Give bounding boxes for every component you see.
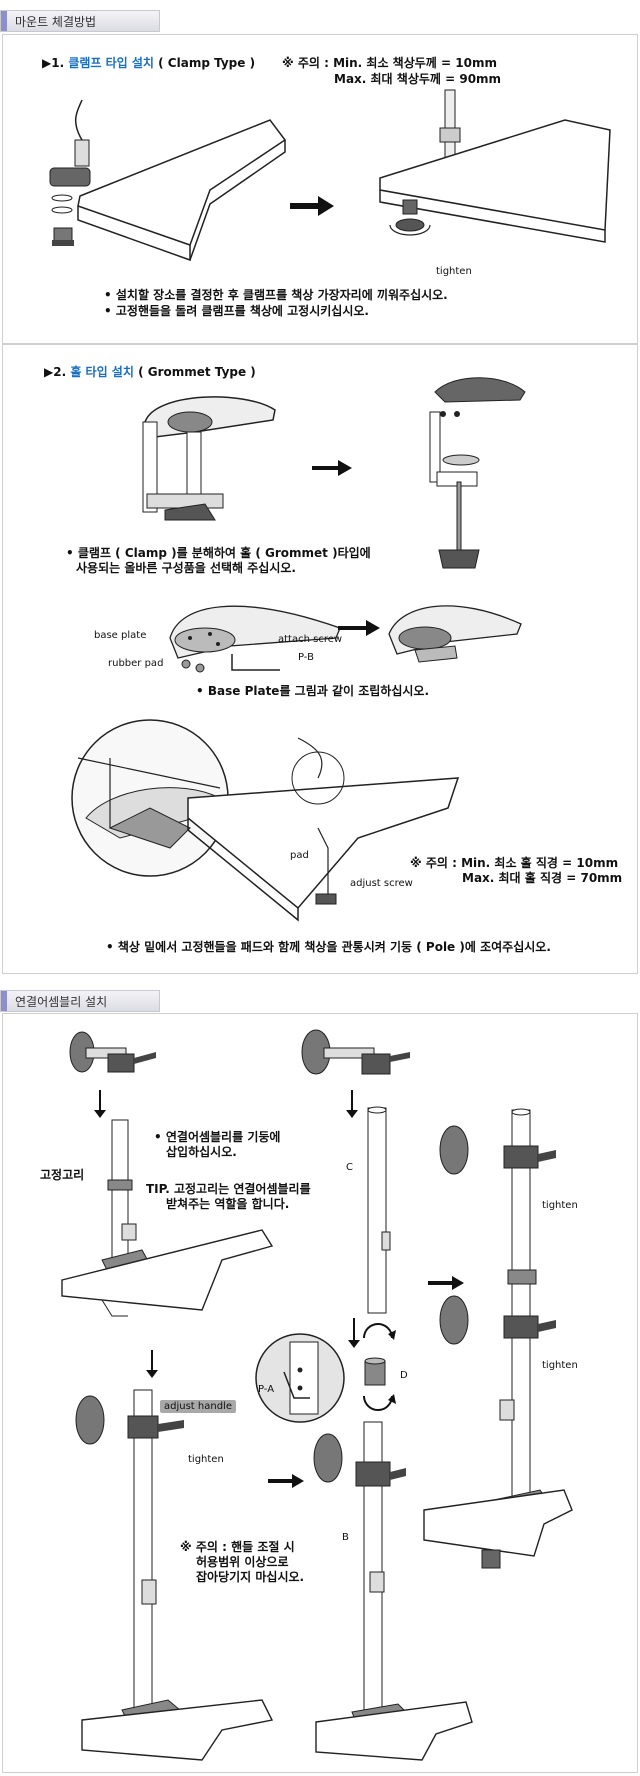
rotate-arrow-icon xyxy=(363,1323,396,1340)
label-pad: pad xyxy=(290,850,309,861)
grommet-instruction-1a: 클램프 ( Clamp )를 분해하여 홀 ( Grommet )타입에 xyxy=(66,546,371,561)
clamp-instruction-1: 설치할 장소를 결정한 후 클램프를 책상 가장자리에 끼워주십시오. xyxy=(104,288,448,303)
section-tab-mount: 마운트 체결방법 xyxy=(0,10,160,32)
label-p-a: P-A xyxy=(258,1384,275,1395)
clamp-heading-sub: ( Clamp Type ) xyxy=(153,56,256,70)
label-adjust-screw: adjust screw xyxy=(350,878,413,889)
clamp-heading-title: 클램프 타입 설치 xyxy=(68,56,154,70)
label-c: C xyxy=(346,1162,353,1173)
grommet-heading-sub: ( Grommet Type ) xyxy=(133,365,256,379)
right-arrow-icon xyxy=(268,1474,304,1488)
tip-line-1: TIP. 고정고리는 연결어셈블리를 xyxy=(146,1182,311,1196)
label-base-plate: base plate xyxy=(94,630,147,641)
arm-assembly-top-left-illustration xyxy=(69,1031,156,1073)
down-arrow-icon xyxy=(146,1350,158,1378)
rotate-arrow-icon xyxy=(363,1394,396,1411)
grommet-instruction-2: Base Plate를 그림과 같이 조립하십시오. xyxy=(196,684,429,699)
grommet-table-illustration xyxy=(187,737,460,922)
section-tab-assembly: 연결어셈블리 설치 xyxy=(0,990,160,1012)
grommet-heading: ▶2. 홀 타입 설치 ( Grommet Type ) xyxy=(44,365,256,380)
grommet-note-min: ※ 주의 : Min. 최소 홀 직경 = 10mm xyxy=(410,856,619,870)
label-b: B xyxy=(342,1532,349,1543)
handle-note-3: 잡아당기지 마십시오. xyxy=(196,1570,305,1584)
down-arrow-icon xyxy=(94,1090,106,1118)
base-plate-arrow-icon xyxy=(338,620,380,636)
section-tab-label: 연결어셈블리 설치 xyxy=(15,995,108,1009)
pole-table-left-illustration xyxy=(61,1119,274,1317)
grommet-instruction-3: 책상 밑에서 고정핸들을 패드와 함께 책상을 관통시켜 기둥 ( Pole )… xyxy=(106,940,551,955)
grommet-note-max: Max. 최대 홀 직경 = 70mm xyxy=(462,871,623,885)
grommet-arrow-icon xyxy=(312,460,352,476)
label-p-b: P-B xyxy=(298,652,314,663)
grommet-clamp-illustration xyxy=(142,396,276,521)
grommet-heading-title: 홀 타입 설치 xyxy=(70,365,134,379)
clamp-heading: ▶1. 클램프 타입 설치 ( Clamp Type ) xyxy=(42,56,255,71)
base-plate-assembled-illustration xyxy=(388,605,522,663)
coupler-d-icon xyxy=(364,1357,386,1386)
arm-assembly-top-middle-illustration xyxy=(301,1029,410,1075)
arm-tighten-left-illustration xyxy=(75,1389,274,1761)
tighten-label-right-top: tighten xyxy=(542,1200,578,1211)
clamp-panel xyxy=(2,34,638,344)
label-d: D xyxy=(400,1370,408,1381)
assembly-panel xyxy=(2,1013,638,1773)
coupler-detail-zoom-illustration xyxy=(255,1333,345,1423)
handle-note-2: 허용범위 이상으로 xyxy=(196,1555,289,1569)
clamp-note-max: Max. 최대 책상두께 = 90mm xyxy=(334,72,502,86)
label-attach-screw: attach screw xyxy=(278,634,343,645)
grommet-panel xyxy=(2,344,638,974)
clamp-arrow-icon xyxy=(290,196,334,216)
clamp-instruction-2: 고정핸들을 돌려 클램프를 책상에 고정시키십시오. xyxy=(104,304,369,319)
grommet-detail-zoom-illustration xyxy=(71,719,229,877)
clamp-note-min: ※ 주의 : Min. 최소 책상두께 = 10mm xyxy=(282,56,497,70)
clamp-tighten-label: tighten xyxy=(436,266,472,277)
tighten-label-right-bottom: tighten xyxy=(542,1360,578,1371)
pole-c-illustration xyxy=(367,1106,391,1314)
grommet-parts-illustration xyxy=(429,377,526,569)
label-rubber-pad: rubber pad xyxy=(108,658,164,669)
heading-number: ▶2. xyxy=(44,365,71,379)
assembly-instruction-1b: 삽입하십시오. xyxy=(166,1145,237,1159)
tip-line-2: 받쳐주는 역할을 합니다. xyxy=(166,1197,290,1211)
base-plate-assembly-illustration xyxy=(169,605,341,673)
grommet-instruction-1b: 사용되는 올바른 구성품을 선택해 주십시오. xyxy=(76,561,296,575)
heading-number: ▶1. xyxy=(42,56,69,70)
completed-assembly-illustration xyxy=(423,1108,573,1569)
arm-assembly-middle-illustration xyxy=(313,1421,473,1761)
clamp-before-illustration xyxy=(49,99,287,262)
tighten-label-left: tighten xyxy=(188,1454,224,1465)
down-arrow-icon xyxy=(346,1090,358,1118)
down-arrow-icon xyxy=(348,1318,360,1348)
right-arrow-icon xyxy=(428,1276,464,1290)
label-fixing-ring: 고정고리 xyxy=(40,1168,85,1182)
adjust-handle-label: adjust handle xyxy=(160,1400,236,1413)
handle-note-1: ※ 주의 : 핸들 조절 시 xyxy=(180,1540,295,1554)
assembly-instruction-1a: 연결어셈블리를 기둥에 xyxy=(154,1130,281,1145)
section-tab-label: 마운트 체결방법 xyxy=(15,15,97,29)
clamp-after-illustration xyxy=(379,89,611,243)
